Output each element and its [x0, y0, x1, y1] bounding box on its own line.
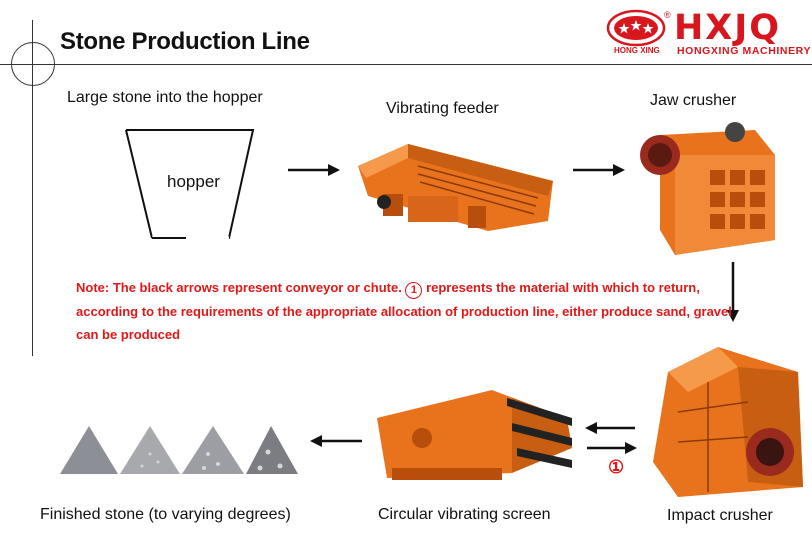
- hopper-input-label: Large stone into the hopper: [67, 89, 263, 106]
- vibrating-feeder-image: [358, 144, 553, 231]
- hopper-inner-label: hopper: [167, 172, 220, 191]
- registered-mark: ®: [664, 10, 671, 20]
- vertical-rule: [32, 20, 33, 356]
- hopper-drawing: [125, 129, 255, 240]
- vibrating-screen-image: [377, 390, 572, 480]
- note-part2: represents the material with which to re…: [76, 280, 732, 342]
- note-part1: Note: The black arrows represent conveyo…: [76, 280, 402, 295]
- jaw-crusher-image: [640, 122, 775, 255]
- star-icon: [618, 20, 654, 34]
- return-arrows-icon: [585, 422, 637, 454]
- stone-pile-fine: [60, 426, 118, 474]
- return-marker: ①: [608, 457, 625, 477]
- header-rule: [0, 64, 812, 65]
- stone-pile-small: [120, 426, 180, 474]
- logo-brand: HXJQ: [674, 8, 782, 48]
- page-title: Stone Production Line: [60, 28, 310, 55]
- return-symbol-icon: 1: [405, 282, 423, 299]
- arrow-left-icon: [310, 435, 362, 447]
- jaw-crusher-label: Jaw crusher: [650, 92, 737, 109]
- arrow-right-icon: [288, 164, 340, 176]
- arrow-right-icon: [573, 164, 625, 176]
- feeder-label: Vibrating feeder: [386, 100, 499, 117]
- impact-crusher-label: Impact crusher: [667, 507, 773, 524]
- arrow-down-icon: [727, 262, 739, 322]
- finished-stone-piles: [60, 426, 298, 474]
- stone-pile-medium: [182, 426, 244, 474]
- logo-emblem-icon: [606, 9, 666, 47]
- stone-pile-coarse: [246, 426, 298, 474]
- screen-label: Circular vibrating screen: [378, 506, 551, 523]
- logo-tagline: HONGXING MACHINERY: [677, 45, 812, 57]
- logo-emblem-text: HONG XING: [614, 46, 660, 55]
- finished-stone-label: Finished stone (to varying degrees): [40, 506, 291, 523]
- impact-crusher-image: [653, 347, 803, 497]
- note-text: Note: The black arrows represent conveyo…: [76, 276, 736, 347]
